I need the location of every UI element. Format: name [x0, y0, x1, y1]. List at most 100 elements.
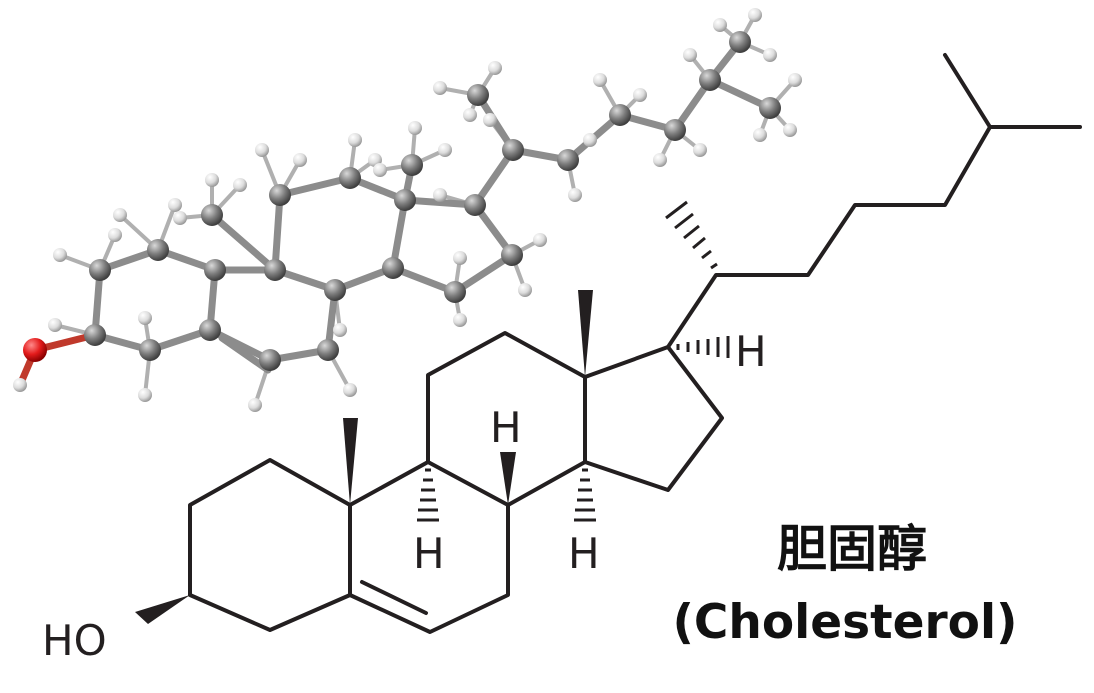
- ring-c-bonds: [426, 331, 587, 507]
- skeletal-formula: HO H H H H: [42, 53, 1082, 665]
- c10-methyl-wedge: [343, 418, 358, 505]
- hydrogen-atom: [488, 61, 502, 75]
- c9-h-hashed-bond: [417, 468, 439, 522]
- hydrogen-atom: [463, 108, 477, 122]
- hydrogen-atom: [233, 178, 247, 192]
- carbon-atom: [444, 281, 466, 303]
- c17-hydrogen-label: H: [735, 327, 767, 376]
- hydrogen-atom: [348, 133, 362, 147]
- carbon-atom: [464, 194, 486, 216]
- bond-stick: [389, 264, 459, 296]
- hydrogen-atom: [173, 211, 187, 225]
- hydroxyl-label: HO: [42, 616, 107, 665]
- hydrogen-atom: [433, 81, 447, 95]
- ring-b-bonds: [348, 460, 510, 634]
- hydrogen-atom: [453, 251, 467, 265]
- c14-h-hashed-bond: [574, 468, 596, 522]
- hydrogen-atom: [533, 233, 547, 247]
- oxygen-atom: [23, 338, 47, 362]
- c8-h-wedge: [500, 452, 516, 505]
- hydrogen-atom: [763, 48, 777, 62]
- carbon-atom: [84, 324, 106, 346]
- carbon-atom: [204, 259, 226, 281]
- carbon-atom: [139, 339, 161, 361]
- side-chain-bonds: [666, 53, 992, 349]
- hydrogen-atom: [343, 383, 357, 397]
- hydrogen-atom: [753, 128, 767, 142]
- hydrogen-atom: [583, 133, 597, 147]
- hydrogen-atom: [483, 113, 497, 127]
- hydrogen-atom: [748, 8, 762, 22]
- carbon-atom: [699, 69, 721, 91]
- c14-hydrogen-label: H: [568, 529, 600, 578]
- hydrogen-atom: [438, 143, 452, 157]
- ring-a-bonds: [188, 458, 352, 632]
- carbon-atom: [609, 104, 631, 126]
- double-bond-line: [360, 580, 428, 615]
- bond-stick: [451, 251, 516, 296]
- hydrogen-atom: [13, 378, 27, 392]
- c9-hydrogen-label: H: [413, 529, 445, 578]
- hydrogen-atom: [138, 311, 152, 325]
- hydrogen-atom: [108, 228, 122, 242]
- carbon-atom: [557, 149, 579, 171]
- title-chinese: 胆固醇: [777, 520, 927, 578]
- hydrogen-atom: [713, 18, 727, 32]
- carbon-atom: [269, 184, 291, 206]
- bond-stick: [389, 196, 409, 272]
- hydrogen-atom: [453, 313, 467, 327]
- bond-stick: [208, 211, 279, 274]
- carbon-atom: [394, 189, 416, 211]
- hydrogen-atom: [293, 153, 307, 167]
- carbon-atom: [401, 154, 423, 176]
- c17-h-hashed-bond: [676, 336, 730, 358]
- hydrogen-atom: [693, 143, 707, 157]
- hydrogen-atom: [783, 123, 797, 137]
- hydrogen-atom: [255, 143, 269, 157]
- hydrogen-atom: [653, 153, 667, 167]
- carbon-atom: [317, 339, 339, 361]
- ho-wedge-bond: [135, 595, 190, 624]
- bond-stick: [471, 146, 517, 209]
- hydrogen-atom: [518, 283, 532, 297]
- c13-methyl-wedge: [578, 290, 593, 377]
- hydrogen-atom: [408, 121, 422, 135]
- bond-stick: [271, 191, 284, 274]
- hydrogen-atom: [683, 48, 697, 62]
- hydrogen-atom: [168, 198, 182, 212]
- ball-and-stick-model: [13, 8, 802, 412]
- hydrogen-atom: [333, 323, 347, 337]
- bond-stick: [401, 196, 479, 209]
- c8-hydrogen-label: H: [490, 403, 522, 452]
- carbon-atom: [264, 259, 286, 281]
- carbon-atom: [147, 239, 169, 261]
- carbon-atom: [729, 31, 751, 53]
- hydrogen-atom: [205, 173, 219, 187]
- carbon-atom: [201, 204, 223, 226]
- c20-methyl-hashed-bond: [665, 200, 718, 270]
- hydrogen-atom: [593, 73, 607, 87]
- carbon-atom: [664, 119, 686, 141]
- carbon-atom: [502, 139, 524, 161]
- carbon-atom: [382, 257, 404, 279]
- carbon-atom: [89, 259, 111, 281]
- carbon-atom: [501, 244, 523, 266]
- bond-stick: [706, 76, 774, 112]
- hydrogen-atom: [433, 188, 447, 202]
- hydrogen-atom: [53, 248, 67, 262]
- title-english: (Cholesterol): [672, 595, 1017, 650]
- carbon-atom: [759, 97, 781, 119]
- bond-stick: [276, 174, 354, 199]
- hydrogen-atom: [138, 388, 152, 402]
- ring-d-bonds: [583, 345, 724, 492]
- carbon-atom: [324, 279, 346, 301]
- bond-stick: [206, 326, 274, 364]
- hydrogen-atom: [373, 163, 387, 177]
- hydrogen-atom: [113, 208, 127, 222]
- carbon-atom: [259, 349, 281, 371]
- hydrogen-atom: [248, 398, 262, 412]
- hydrogen-atom: [788, 73, 802, 87]
- carbon-atom: [467, 84, 489, 106]
- carbon-atom: [199, 319, 221, 341]
